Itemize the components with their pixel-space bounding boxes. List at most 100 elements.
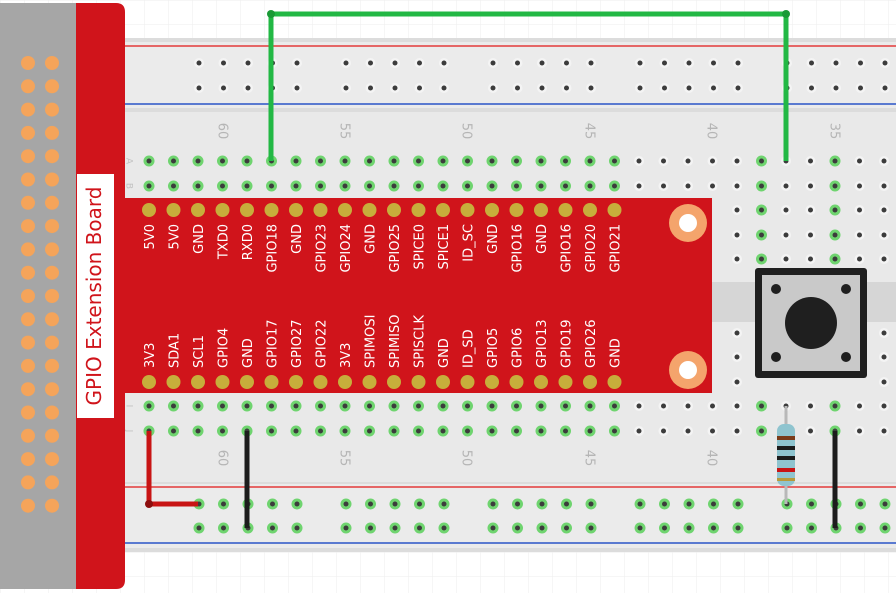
column-number-top: 45 [582, 123, 597, 140]
header-pin [45, 125, 59, 140]
pin-label-top: GND [364, 224, 379, 254]
pin-label-top: GND [192, 224, 207, 254]
pad-bottom [362, 375, 377, 389]
pin-label-top: RXD0 [241, 224, 256, 260]
header-pin [45, 428, 59, 443]
header-pin [45, 289, 59, 303]
pad-top [362, 203, 377, 217]
pad-bottom [583, 375, 597, 389]
pin-label-top: 5V0 [143, 224, 158, 249]
pad-bottom [411, 375, 426, 389]
gpio-extension-board: GPIO Extension Board 5V03V35V0SDA1GNDSCL… [0, 3, 712, 589]
header-pin [45, 79, 59, 94]
bottom-power-rail [110, 484, 896, 548]
header-pin [21, 498, 35, 513]
pad-bottom [240, 375, 254, 389]
green-wire [268, 11, 789, 161]
column-number-top: 60 [215, 123, 230, 140]
header-pin [45, 195, 59, 210]
header-pin [45, 475, 59, 490]
pin-label-bottom: SPIMOSI [364, 315, 379, 368]
header-pin [21, 195, 35, 210]
pin-label-top: GND [535, 224, 550, 254]
board-pcb [76, 3, 712, 589]
pin-label-bottom: GPIO6 [511, 328, 526, 368]
pin-label-bottom: GPIO5 [486, 328, 501, 368]
pin-label-top: ID_SC [462, 224, 477, 262]
pad-bottom [387, 375, 401, 389]
header-pin [21, 335, 35, 350]
pin-label-bottom: 3V3 [339, 343, 354, 368]
pin-label-bottom: 3V3 [143, 343, 158, 368]
pad-bottom [142, 375, 156, 389]
column-number-top: 55 [337, 123, 352, 140]
pad-top [313, 203, 328, 217]
pad-top [142, 203, 156, 217]
row-letter: I [124, 405, 134, 408]
pad-bottom [313, 375, 328, 389]
pad-top [509, 203, 524, 217]
board-title: GPIO Extension Board [82, 187, 106, 406]
column-number-top: 35 [827, 123, 842, 140]
header-pins [21, 56, 59, 513]
header-pin [21, 219, 35, 234]
breadboard-holes [143, 58, 891, 534]
top-power-rail [110, 42, 896, 108]
pad-bottom [534, 375, 548, 389]
pin-label-bottom: SPISCLK [413, 315, 428, 368]
header-pin [45, 312, 59, 327]
pin-label-top: GPIO25 [388, 224, 403, 273]
pad-top [264, 203, 279, 217]
header-pin [45, 265, 59, 280]
header-pin [21, 149, 35, 164]
pin-label-top: SPICE0 [413, 224, 428, 270]
pin-label-bottom: GPIO17 [266, 319, 281, 368]
board-title-plate [77, 174, 114, 418]
pad-bottom [191, 375, 205, 389]
header-pin [21, 312, 35, 327]
resistor-body [777, 424, 795, 486]
pin-label-bottom: SDA1 [168, 333, 183, 368]
pin-label-bottom: SPIMISO [388, 315, 403, 368]
pad-bottom [485, 375, 499, 389]
pin-label-top: GPIO21 [609, 224, 624, 273]
pin-label-bottom: GPIO19 [560, 319, 575, 368]
pad-bottom [289, 375, 303, 389]
header-pin [21, 102, 35, 117]
pin-label-bottom: GPIO13 [535, 319, 550, 368]
pad-top [558, 203, 573, 217]
push-button [755, 268, 867, 378]
pin-label-top: GND [290, 224, 305, 254]
header-pin [21, 475, 35, 490]
header-pin [21, 358, 35, 373]
board-pads [142, 203, 622, 389]
header-pin [45, 382, 59, 397]
pad-top [289, 203, 303, 217]
pin-labels: 5V03V35V0SDA1GNDSCL1TXD0GPIO4RXD0GNDGPIO… [143, 224, 624, 368]
pad-top [387, 203, 401, 217]
pin-label-bottom: ID_SD [462, 329, 477, 368]
header-pin [45, 335, 59, 350]
header-pin [21, 405, 35, 420]
header-pin [21, 452, 35, 467]
header-pin [45, 358, 59, 373]
pin-label-top: SPICE1 [437, 224, 452, 270]
header-pin [21, 125, 35, 140]
header-pin [45, 452, 59, 467]
pad-top [607, 203, 622, 217]
pin-label-top: GPIO23 [315, 224, 330, 273]
header-pin [45, 56, 59, 70]
header-pin [45, 219, 59, 234]
column-number-bottom: 50 [459, 450, 474, 467]
pin-label-top: GPIO18 [266, 224, 281, 273]
header-pin [45, 172, 59, 187]
pin-label-bottom: SCL1 [192, 335, 207, 368]
pin-label-bottom: GPIO26 [584, 319, 599, 368]
pad-bottom [166, 375, 181, 389]
pin-label-bottom: GND [241, 338, 256, 368]
row-letter: A [124, 158, 134, 165]
pad-top [166, 203, 181, 217]
